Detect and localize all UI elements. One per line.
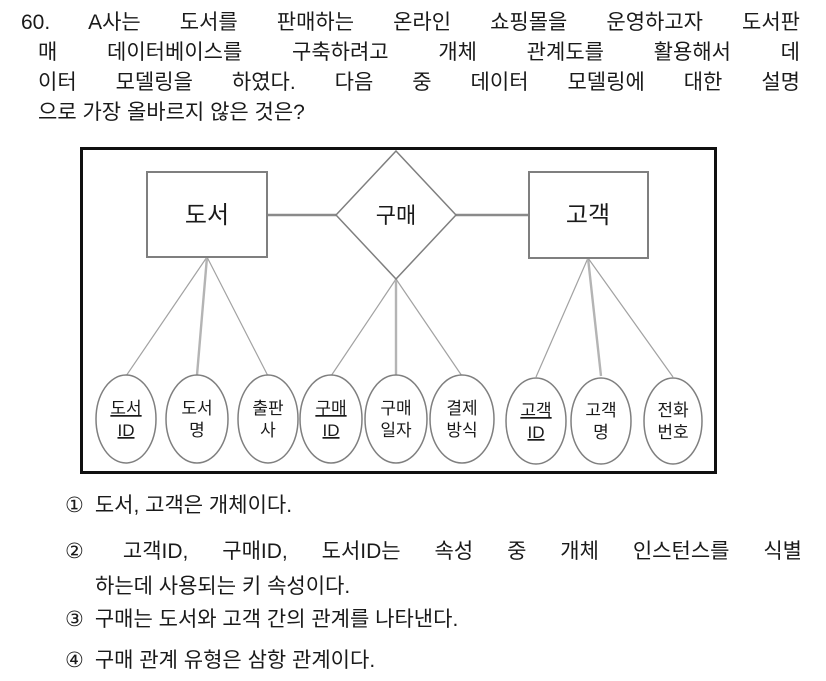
option-3-marker: ③ bbox=[65, 608, 84, 631]
question-line: 60. A사는 도서를 판매하는 온라인 쇼핑몰을 운영하고자 도서판 bbox=[21, 11, 800, 34]
entity-customer-label: 고객 bbox=[566, 202, 610, 229]
attribute-purchase-date-line1: 구매 bbox=[380, 399, 411, 418]
attribute-phone-number-line2: 번호 bbox=[657, 423, 688, 442]
entity-book-label: 도서 bbox=[185, 202, 229, 229]
er-diagram-svg: 도서 구매 고객 도서 ID 도서 명 bbox=[95, 150, 703, 465]
entity-book: 도서 bbox=[146, 171, 268, 258]
attribute-publisher: 출판 사 bbox=[237, 374, 299, 464]
question-line: 매 데이터베이스를 구축하려고 개체 관계도를 활용해서 데 bbox=[38, 41, 800, 64]
attribute-customer-name-line2: 명 bbox=[593, 423, 609, 442]
question-line: 으로 가장 올바르지 않은 것은? bbox=[38, 101, 305, 124]
option-3-text: 구매는 도서와 고객 간의 관계를 나타낸다. bbox=[94, 608, 459, 631]
attribute-phone-number: 전화 번호 bbox=[643, 377, 703, 465]
attribute-book-name: 도서 명 bbox=[165, 374, 229, 464]
option-1-text: 도서, 고객은 개체이다. bbox=[94, 494, 293, 517]
attribute-customer-name-line1: 고객 bbox=[585, 401, 616, 420]
attribute-customer-name: 고객 명 bbox=[570, 377, 632, 465]
relationship-purchase-label: 구매 bbox=[376, 203, 416, 228]
option-4-text: 구매 관계 유형은 삼항 관계이다. bbox=[94, 649, 376, 672]
attribute-purchase-id: 구매 ID bbox=[299, 374, 363, 464]
attribute-payment-method-line2: 방식 bbox=[446, 421, 477, 440]
option-2-text-line1: 고객ID, 구매ID, 도서ID는 속성 중 개체 인스턴스를 식별 bbox=[122, 540, 803, 563]
attribute-customer-id: 고객 ID bbox=[505, 377, 567, 465]
attribute-purchase-date: 구매 일자 bbox=[364, 374, 428, 464]
attribute-book-id-line2: ID bbox=[118, 421, 135, 440]
option-1: ① 도서, 고객은 개체이다. bbox=[65, 488, 802, 523]
attribute-payment-method: 결제 방식 bbox=[429, 374, 495, 464]
attribute-lines bbox=[125, 256, 674, 378]
attribute-book-id: 도서 ID bbox=[95, 374, 157, 464]
attribute-book-id-line1: 도서 bbox=[110, 399, 141, 418]
option-2-text-line2: 하는데 사용되는 키 속성이다. bbox=[95, 575, 351, 598]
question-stem: 60. A사는 도서를 판매하는 온라인 쇼핑몰을 운영하고자 도서판 매 데이… bbox=[21, 8, 800, 128]
attribute-book-name-line2: 명 bbox=[189, 421, 205, 440]
er-diagram: 도서 구매 고객 도서 ID 도서 명 bbox=[80, 147, 717, 474]
option-4-marker: ④ bbox=[65, 649, 84, 672]
attribute-purchase-id-line2: ID bbox=[323, 421, 340, 440]
question-line: 이터 모델링을 하였다. 다음 중 데이터 모델링에 대한 설명 bbox=[38, 71, 800, 94]
option-2: ② 고객ID, 구매ID, 도서ID는 속성 중 개체 인스턴스를 식별 하는데 … bbox=[65, 534, 802, 604]
attribute-publisher-line1: 출판 bbox=[252, 399, 284, 418]
relationship-purchase: 구매 bbox=[334, 150, 458, 281]
attribute-publisher-line2: 사 bbox=[260, 421, 276, 440]
option-3: ③ 구매는 도서와 고객 간의 관계를 나타낸다. bbox=[65, 602, 802, 637]
attribute-payment-method-line1: 결제 bbox=[446, 399, 477, 418]
option-1-marker: ① bbox=[65, 494, 84, 517]
attribute-customer-id-line2: ID bbox=[528, 423, 545, 442]
attribute-customer-id-line1: 고객 bbox=[520, 401, 551, 420]
entity-customer: 고객 bbox=[528, 171, 649, 259]
attribute-book-name-line1: 도서 bbox=[181, 399, 212, 418]
attribute-purchase-id-line1: 구매 bbox=[315, 399, 346, 418]
option-2-marker: ② bbox=[65, 540, 112, 563]
option-4: ④ 구매 관계 유형은 삼항 관계이다. bbox=[65, 643, 802, 678]
attribute-purchase-date-line2: 일자 bbox=[380, 421, 412, 440]
attribute-phone-number-line1: 전화 bbox=[657, 401, 689, 420]
